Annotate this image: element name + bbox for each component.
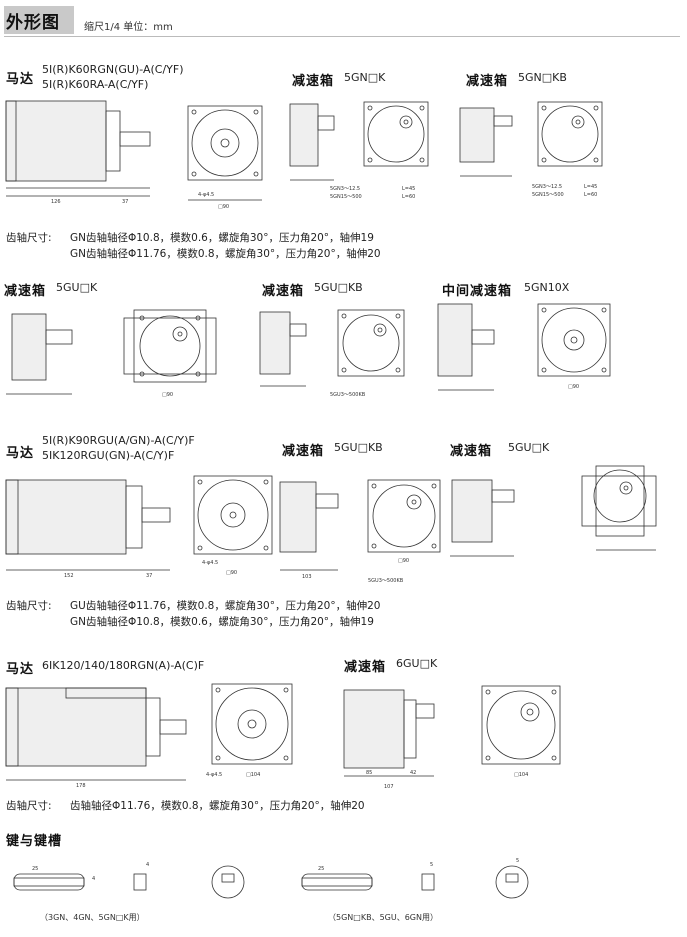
key-l-len: 25 [32,866,38,872]
m1-sq-label: □90 [218,204,229,210]
spec-1-line-1: GN齿轴轴径Φ10.8，模数0.6，螺旋角30°，压力角20°，轴伸19 [70,232,374,244]
g4-sq: □90 [162,392,173,398]
m3-shaft: 37 [146,573,152,579]
keys-title: 键与键槽 [6,834,63,849]
spec-3-prefix: 齿轴尺寸: [6,800,52,812]
m3-len: 152 [64,573,74,579]
gearbox-label-7: 减速箱 [450,444,493,459]
gearbox-3-drawing: □90 [6,309,217,398]
g7-sq: □90 [398,558,409,564]
key-r-h: 5 [516,858,519,864]
g5-note: 5GU3～500KB [330,392,366,398]
motor-model-1a: 5I(R)K60RGN(GU)-A(C/YF) [42,63,184,76]
key-l-w: 4 [92,876,95,882]
gearbox-model-5: 5GN10X [524,281,570,294]
m4-len: 178 [76,783,86,789]
scale-note: 缩尺1/4 单位：mm [84,22,173,33]
gearbox-6-drawing: 103 □90 5GU3～500KB [279,479,441,584]
gearbox-1-drawing: 5GN3～12.5 5GN15～500 L=45 L=60 [289,101,429,200]
g1-note-b: 5GN15～500 [330,194,362,200]
spec-2-line-1: GU齿轴轴径Φ11.76，模数0.8，螺旋角30°，压力角20°，轴伸20 [70,600,381,612]
gearbox-label-1: 减速箱 [292,74,335,89]
motor-model-2a: 5I(R)K90RGU(A/GN)-A(C/Y)F [42,434,195,447]
motor-3-drawing: 178 4-φ4.5 □104 [5,683,293,789]
key-drawing-right: 25 5 5 [301,858,529,899]
g1-la: L=45 [402,186,415,192]
g9-b: 42 [410,770,416,776]
spec-3-line-1: 齿轴轴径Φ11.76，模数0.8，螺旋角30°，压力角20°，轴伸20 [70,800,365,812]
gearbox-label-8: 减速箱 [344,660,387,675]
spec-1-prefix: 齿轴尺寸: [6,232,52,244]
header-tab [4,6,74,34]
gearbox-8-drawing: 85 42 107 □104 [343,685,561,790]
key-l-h: 4 [146,862,149,868]
gearbox-model-7: 5GU□K [508,441,550,454]
gearbox-label-5: 中间减速箱 [442,284,513,299]
motor-1-front-drawing: 4-φ4.5 □90 [187,105,263,210]
m1-len-label: 126 [51,199,61,205]
key-r-w: 5 [430,862,433,868]
g2-note-a: 5GN3～12.5 [532,184,562,190]
keys-caption-left: （3GN、4GN、5GN□K用） [40,913,145,922]
g6-sq: □90 [568,384,579,390]
g7-note: 5GU3～500KB [368,578,404,584]
g1-lb: L=60 [402,194,415,200]
m4-hole: 4-φ4.5 [206,772,222,778]
gearbox-label-4: 减速箱 [262,284,305,299]
key-r-len: 25 [318,866,324,872]
gearbox-2-drawing: 5GN3～12.5 5GN15～500 L=45 L=60 [459,101,603,198]
gearbox-5-drawing: □90 [437,303,611,391]
gearbox-model-4: 5GU□KB [314,281,363,294]
m4-sq: □104 [246,772,260,778]
gearbox-label-2: 减速箱 [466,74,509,89]
gearbox-model-3: 5GU□K [56,281,98,294]
spec-2-prefix: 齿轴尺寸: [6,600,52,612]
g2-lb: L=60 [584,192,597,198]
motor-model-1b: 5I(R)K60RA-A(C/YF) [42,78,149,91]
spec-1-line-2: GN齿轴轴径Φ11.76，模数0.8，螺旋角30°，压力角20°，轴伸20 [70,248,381,260]
keys-caption-right: （5GN□KB、5GU、6GN用） [328,913,438,922]
key-drawing-left: 25 4 4 [13,862,245,899]
motor-label-2: 马达 [6,446,35,461]
g1-note-a: 5GN3～12.5 [330,186,360,192]
motor-2-drawing: 152 37 4-φ4.5 □90 [5,475,273,579]
m1-shaft-label: 37 [122,199,128,205]
g9-a: 85 [366,770,372,776]
gearbox-label-6: 减速箱 [282,444,325,459]
gearbox-7-drawing [450,465,657,557]
gearbox-model-6: 5GU□KB [334,441,383,454]
motor-label-3: 马达 [6,662,35,677]
motor-model-3: 6IK120/140/180RGN(A)-A(C)F [42,659,205,672]
g2-note-b: 5GN15～500 [532,192,564,198]
gearbox-model-2: 5GN□KB [518,71,567,84]
motor-1-side-drawing: 126 37 [5,100,151,205]
g9-len: 107 [384,784,394,790]
gearbox-4-drawing: 5GU3～500KB [259,309,405,398]
m1-hole-label: 4-φ4.5 [198,192,214,198]
g9-sq: □104 [514,772,528,778]
g2-la: L=45 [584,184,597,190]
m3-sq: □90 [226,570,237,576]
m3-hole: 4-φ4.5 [202,560,218,566]
gearbox-label-3: 减速箱 [4,284,47,299]
motor-model-2b: 5IK120RGU(GN)-A(C/Y)F [42,449,175,462]
header-divider [4,36,680,37]
gearbox-model-8: 6GU□K [396,657,438,670]
gearbox-model-1: 5GN□K [344,71,386,84]
g7-len: 103 [302,574,312,580]
spec-2-line-2: GN齿轴轴径Φ10.8，模数0.6，螺旋角30°，压力角20°，轴伸19 [70,616,374,628]
motor-label-1: 马达 [6,72,35,87]
page-title: 外形图 [6,13,60,33]
